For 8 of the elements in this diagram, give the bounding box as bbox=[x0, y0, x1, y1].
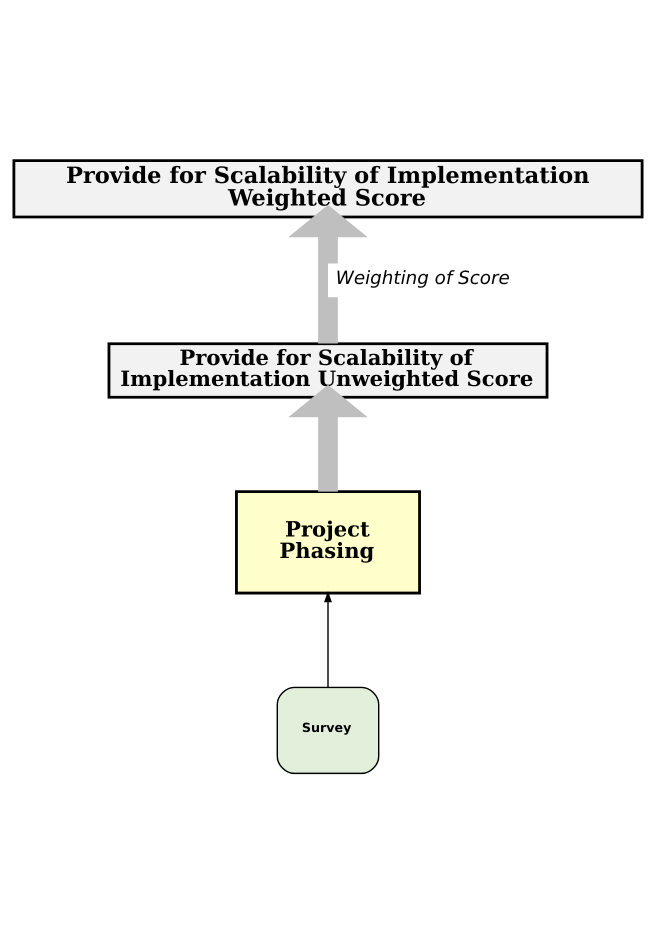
node-box: Project Phasing bbox=[235, 490, 421, 594]
arrow bbox=[288, 204, 368, 343]
node-box: Provide for Scalability of Implementation Weighted Score bbox=[12, 158, 644, 218]
node-box: Provide for Scalability of Implementation Unweighted Score bbox=[108, 342, 548, 398]
arrow bbox=[288, 384, 368, 492]
edge-label: Weighting of Score bbox=[336, 267, 510, 288]
node-box: Survey bbox=[276, 686, 380, 774]
arrow bbox=[324, 590, 332, 687]
